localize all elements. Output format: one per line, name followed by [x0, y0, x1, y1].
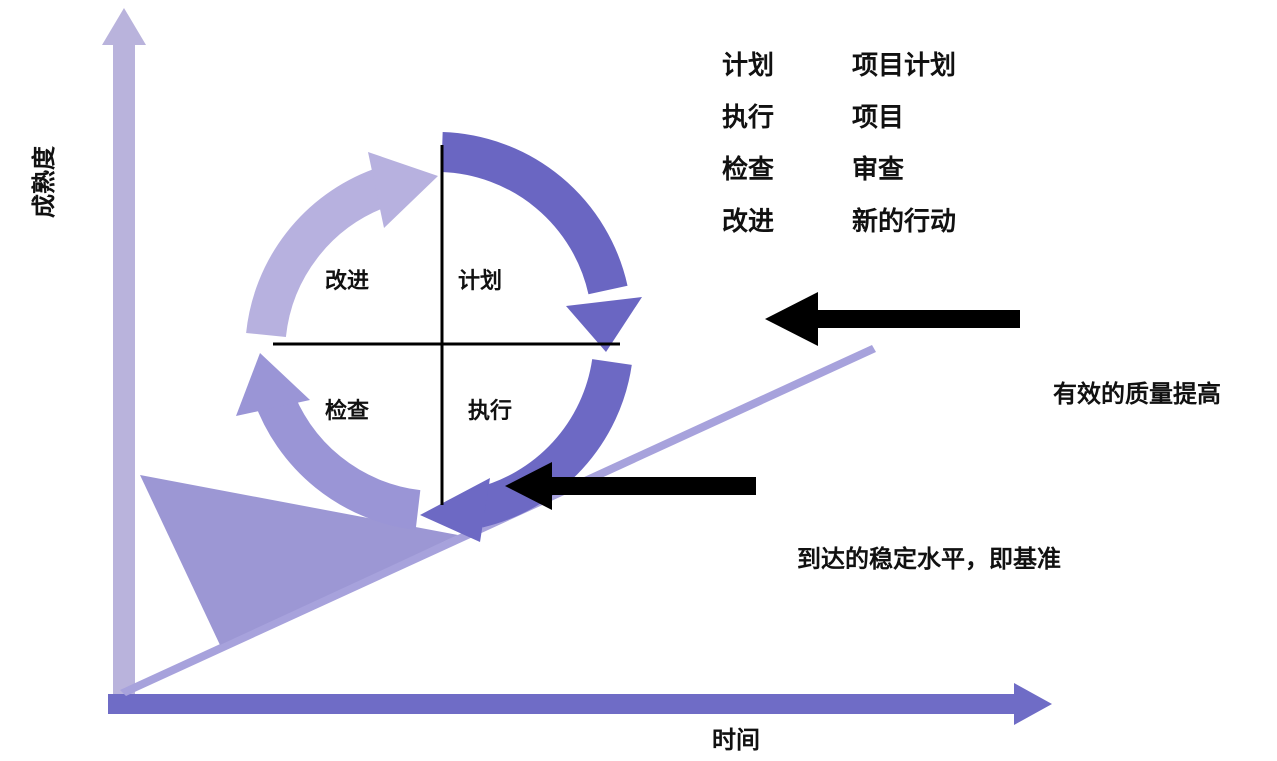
legend-term-check: 检查	[722, 154, 774, 185]
cycle-arc-check	[253, 385, 421, 530]
legend-term-do: 执行	[722, 102, 774, 133]
legend-meaning-act: 新的行动	[852, 206, 956, 237]
cycle-arrowhead-act	[368, 152, 438, 228]
pointer-lower	[505, 462, 756, 510]
pointer-lower-shaft	[548, 477, 756, 495]
cycle-arrowhead-check	[236, 353, 310, 416]
legend-meaning-check: 审查	[852, 154, 904, 185]
quadrant-label-act: 改进	[325, 268, 369, 294]
quadrant-label-do: 执行	[468, 398, 512, 424]
cycle-arrowhead-plan	[566, 297, 642, 352]
y-axis-label: 成熟度	[30, 145, 58, 218]
annotation-quality-improvement: 有效的质量提高	[1053, 380, 1221, 408]
pointer-upper-shaft	[815, 310, 1020, 328]
pointer-lower-head	[505, 462, 552, 510]
quadrant-label-check: 检查	[325, 398, 369, 424]
annotation-baseline: 到达的稳定水平，即基准	[797, 545, 1061, 573]
cycle-arc-do	[473, 358, 632, 528]
x-axis	[108, 683, 1052, 725]
cycle-arc-act	[246, 169, 388, 338]
x-axis-arrowhead	[1014, 683, 1052, 725]
legend-meaning-plan: 项目计划	[852, 51, 956, 81]
legend: 计划 项目计划 执行 项目 检查 审查 改进 新的行动	[722, 51, 956, 237]
legend-meaning-do: 项目	[852, 103, 904, 133]
stopper-wedge	[140, 475, 458, 645]
y-axis	[102, 8, 146, 695]
x-axis-label: 时间	[712, 726, 760, 754]
pointer-upper	[765, 292, 1020, 346]
pdca-cycle: 改进 计划 检查 执行	[236, 132, 642, 542]
y-axis-shaft	[113, 40, 135, 695]
y-axis-arrowhead	[102, 8, 146, 45]
legend-term-act: 改进	[722, 206, 774, 237]
pointer-upper-head	[765, 292, 818, 346]
cycle-arc-plan	[440, 132, 628, 295]
x-axis-shaft	[108, 694, 1018, 714]
quadrant-label-plan: 计划	[458, 269, 502, 294]
legend-term-plan: 计划	[722, 51, 774, 81]
cycle-arrowhead-do	[420, 478, 490, 542]
